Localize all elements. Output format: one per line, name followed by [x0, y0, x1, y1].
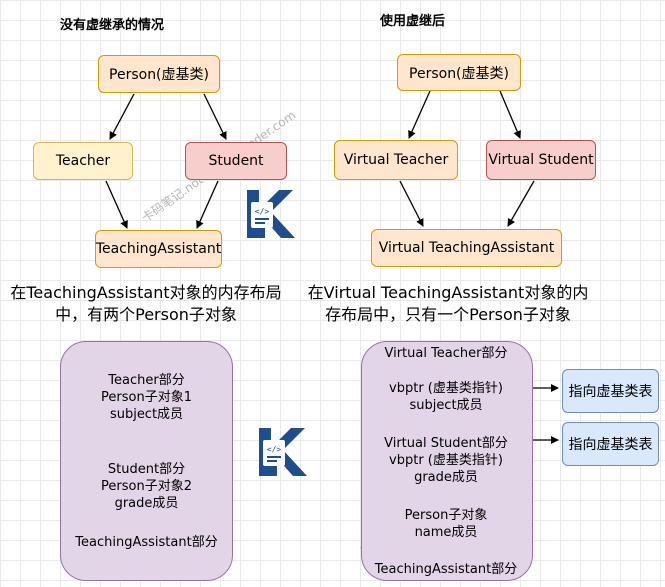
left-caption: 在TeachingAssistant对象的内存布局 中，有两个Person子对象	[0, 282, 292, 326]
node-person-left: Person(虚基类)	[98, 55, 220, 93]
left-ta-part: TeachingAssistant部分	[75, 535, 218, 550]
arrow-vstudent-vta	[507, 180, 535, 227]
arrow-vteacher-vta	[399, 180, 424, 227]
arrow-person-student	[203, 93, 227, 140]
left-heading: 没有虚继承的情况	[60, 18, 165, 33]
right-student-vbptr: vbptr (虚基类指针)	[389, 453, 503, 468]
right-caption-line2: 存布局中，只有一个Person子对象	[325, 305, 571, 324]
right-name-member: name成员	[414, 525, 478, 540]
left-student-part-title: Student部分	[107, 462, 186, 477]
vbtable-pointer-box-1: 指向虚基类表	[562, 369, 659, 413]
left-teacher-part: Teacher部分 Person子对象1 subject成员	[60, 372, 233, 423]
node-teacher: Teacher	[33, 142, 133, 180]
left-person-subobject-2: Person子对象2	[101, 479, 192, 494]
node-virtual-teacher: Virtual Teacher	[334, 140, 458, 180]
left-grade-member: grade成员	[114, 496, 179, 511]
left-subject-member: subject成员	[109, 407, 184, 422]
svg-text:</>: </>	[255, 207, 270, 216]
node-student: Student	[185, 142, 287, 180]
node-virtual-person: Person(虚基类)	[397, 54, 521, 91]
arrow-person-teacher	[109, 93, 135, 140]
right-student-part: Virtual Student部分 vbptr (虚基类指针) grade成员	[361, 435, 531, 486]
right-ta-part: TeachingAssistant部分	[374, 562, 518, 577]
left-student-part: Student部分 Person子对象2 grade成员	[60, 461, 233, 512]
right-caption: 在Virtual TeachingAssistant对象的内 存布局中，只有一个…	[298, 282, 598, 326]
svg-text:</>: </>	[267, 445, 282, 454]
left-caption-line2: 中，有两个Person子对象	[55, 305, 237, 324]
right-teacher-part: vbptr (虚基类指针) subject成员	[361, 380, 531, 414]
node-virtual-teaching-assistant: Virtual TeachingAssistant	[371, 229, 562, 267]
right-student-part-title: Virtual Student部分	[384, 436, 508, 451]
right-caption-line1: 在Virtual TeachingAssistant对象的内	[307, 283, 589, 302]
left-memory-layout	[60, 341, 233, 581]
right-heading: 使用虚继后	[380, 14, 446, 29]
right-teacher-vbptr: vbptr (虚基类指针)	[389, 381, 503, 396]
arrow-teacher-ta	[105, 180, 128, 229]
kamacoder-logo-icon: </>	[245, 188, 297, 240]
right-person-part: Person子对象 name成员	[361, 507, 531, 541]
arrow-student-ta	[196, 180, 219, 229]
left-person-subobject-1: Person子对象1	[101, 390, 192, 405]
vbtable-pointer-box-2: 指向虚基类表	[562, 422, 659, 466]
arrow-vperson-vstudent	[499, 90, 521, 139]
right-teacher-part-title: Virtual Teacher部分	[384, 346, 508, 361]
node-teaching-assistant: TeachingAssistant	[95, 230, 222, 268]
right-subject-member: subject成员	[409, 398, 483, 413]
right-person-subobject: Person子对象	[404, 508, 488, 523]
node-virtual-student: Virtual Student	[486, 140, 596, 180]
arrow-vperson-vteacher	[408, 90, 431, 139]
kamacoder-logo-icon: </>	[257, 426, 309, 478]
left-teacher-part-title: Teacher部分	[108, 373, 185, 388]
left-caption-line1: 在TeachingAssistant对象的内存布局	[10, 283, 282, 302]
right-grade-member: grade成员	[414, 470, 478, 485]
right-memory-layout	[361, 341, 533, 581]
